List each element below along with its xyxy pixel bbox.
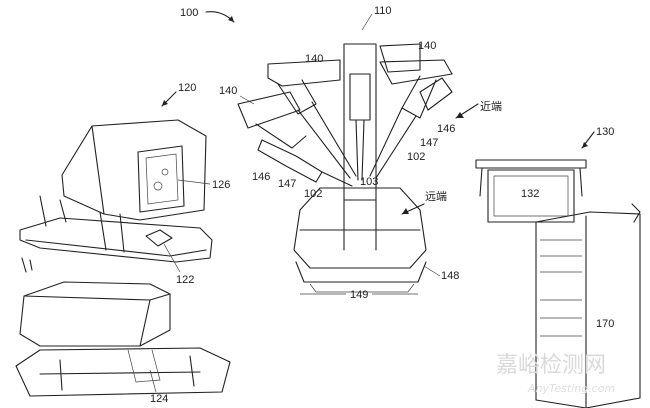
pedal-ref-label: 124: [150, 393, 168, 405]
distal-label: 远端: [425, 190, 447, 203]
instrument-ref-a: 146: [252, 171, 270, 183]
watermark: 嘉峪检测网 AnyTesting.com: [496, 353, 615, 395]
proximal-label: 近端: [480, 100, 502, 113]
instrument-ref-b: 146: [437, 123, 455, 135]
vision-cabinet: [535, 211, 641, 408]
watermark-cn: 嘉峪检测网: [496, 353, 606, 378]
vision-ref-label: 130: [596, 126, 614, 138]
cart-ref-label: 110: [374, 5, 392, 17]
cabinet-ref-label: 170: [596, 318, 614, 330]
console-ref-label: 120: [178, 82, 196, 94]
instrument-left: [257, 139, 323, 183]
viewer-window: [137, 145, 185, 213]
base-bottom-ref: 149: [350, 289, 368, 301]
hand-control: [145, 229, 173, 247]
patient-cart: 110 140 140 140 146 147 102 103 102 147 …: [219, 5, 502, 301]
arm-ref-upper: 140: [305, 53, 323, 65]
display-ref-label: 132: [521, 188, 539, 200]
tip-ref-b: 102: [407, 151, 425, 163]
surgeon-console: 120 126 122 124: [15, 82, 231, 405]
carriage-ref-a: 147: [278, 178, 296, 190]
display-screen: [487, 169, 575, 223]
viewer-ref-label: 126: [212, 179, 230, 191]
camera-ref: 103: [360, 176, 378, 188]
base-ref: 148: [441, 270, 459, 282]
foot-pedal-tray: [15, 347, 231, 397]
watermark-en: AnyTesting.com: [527, 382, 615, 395]
arm-ref-left: 140: [219, 85, 237, 97]
arm-ref-top: 140: [418, 40, 436, 52]
control-ref-label: 122: [176, 274, 194, 286]
system-ref-label: 100: [180, 7, 198, 19]
carriage-ref-b: 147: [420, 137, 438, 149]
cart-base: [293, 187, 427, 269]
tip-ref-a: 102: [304, 188, 322, 200]
vision-cart: 130 132 170: [475, 126, 641, 408]
system-callout: 100: [180, 7, 235, 23]
